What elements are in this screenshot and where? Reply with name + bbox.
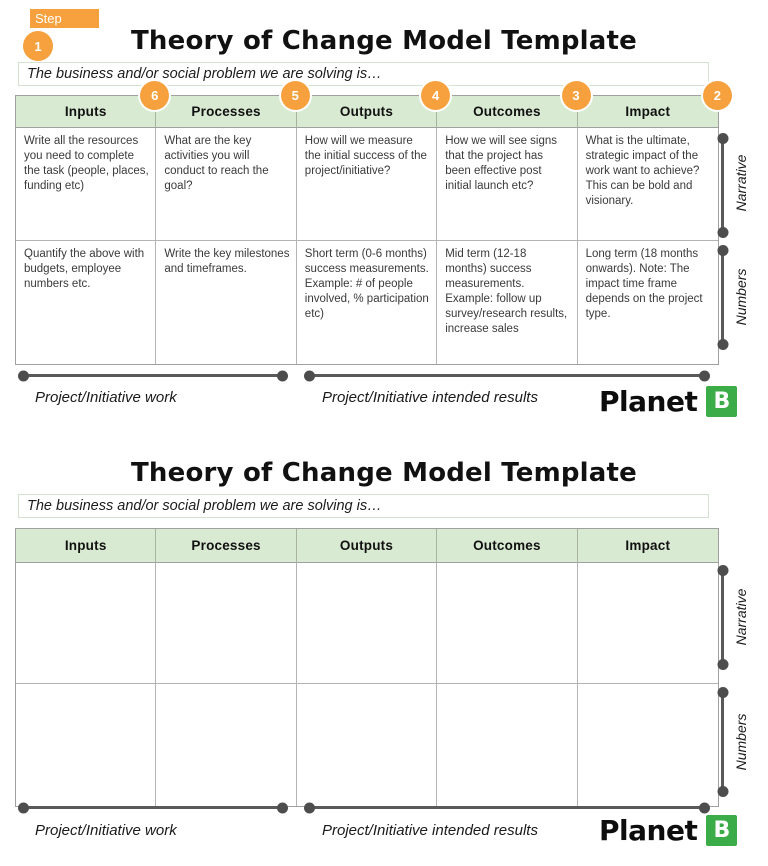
problem-statement-text: The business and/or social problem we ar… — [27, 66, 382, 82]
cell-narrative-inputs-empty[interactable] — [16, 563, 157, 684]
column-header-label: Inputs — [64, 538, 107, 553]
planet-b-logo: Planet B — [599, 385, 738, 418]
cell-numbers-inputs[interactable]: Quantify the above with budgets, employe… — [16, 241, 157, 364]
narrative-side-label: Narrative — [733, 154, 749, 212]
results-span-label: Project/Initiative intended results — [322, 389, 538, 406]
toc-table-blank: Inputs Processes Outputs Outcomes Impact — [15, 528, 719, 807]
step-circle-2: 2 — [702, 81, 732, 110]
column-header-outcomes: Outcomes — [437, 529, 578, 563]
logo-wordmark: Planet — [599, 814, 698, 847]
cell-narrative-impact[interactable]: What is the ultimate, strategic impact o… — [577, 128, 718, 241]
problem-statement-text: The business and/or social problem we ar… — [27, 498, 382, 514]
cell-narrative-impact-empty[interactable] — [577, 563, 718, 684]
cell-numbers-impact-empty[interactable] — [578, 684, 718, 806]
column-header-outputs: Outputs — [296, 529, 438, 563]
narrative-bracket-line — [721, 570, 724, 665]
cell-narrative-outputs-empty[interactable] — [296, 563, 438, 684]
logo-b-badge: B — [706, 386, 738, 417]
cell-numbers-outcomes-empty[interactable] — [437, 684, 578, 806]
column-header-inputs: Inputs — [16, 529, 157, 563]
cell-narrative-processes-empty[interactable] — [156, 563, 297, 684]
column-header-label: Inputs — [64, 104, 107, 119]
cell-narrative-outputs[interactable]: How will we measure the initial success … — [296, 128, 438, 241]
logo-wordmark: Planet — [599, 385, 698, 418]
narrative-bracket-line — [721, 138, 724, 233]
work-span-label: Project/Initiative work — [35, 822, 177, 839]
work-span-line — [22, 374, 284, 377]
cell-numbers-impact[interactable]: Long term (18 months onwards). Note: The… — [585, 248, 703, 320]
column-header-outcomes: Outcomes 3 — [437, 81, 591, 128]
numbers-bracket-line — [721, 250, 724, 345]
numbers-side-label: Numbers — [733, 268, 749, 326]
problem-statement-box[interactable]: The business and/or social problem we ar… — [18, 494, 709, 518]
cell-narrative-outcomes[interactable]: How we will see signs that the project h… — [437, 128, 578, 241]
column-header-label: Impact — [625, 104, 671, 119]
step-circle-6: 6 — [140, 81, 170, 110]
column-header-label: Processes — [191, 104, 261, 119]
cell-numbers-outputs-empty[interactable] — [297, 684, 438, 806]
step-circle-5: 5 — [280, 81, 310, 110]
column-header-processes: Processes 5 — [156, 81, 310, 128]
results-span-label: Project/Initiative intended results — [322, 822, 538, 839]
step-circle-1: 1 — [23, 31, 53, 61]
step-circle-3: 3 — [561, 81, 591, 110]
column-header-label: Outcomes — [473, 538, 541, 553]
narrative-side-label: Narrative — [733, 588, 749, 646]
column-header-inputs: Inputs 6 — [16, 81, 170, 128]
column-header-label: Impact — [625, 538, 671, 553]
column-header-impact: Impact — [577, 529, 718, 563]
cell-numbers-outcomes[interactable]: Mid term (12-18 months) success measurem… — [437, 241, 578, 364]
cell-numbers-processes[interactable]: Write the key milestones and timeframes. — [156, 241, 297, 364]
column-header-label: Outcomes — [473, 104, 541, 119]
column-header-label: Outputs — [339, 104, 394, 119]
column-header-label: Processes — [191, 538, 261, 553]
cell-numbers-inputs-empty[interactable] — [16, 684, 157, 806]
logo-b-badge: B — [706, 815, 738, 846]
page-title: Theory of Change Model Template — [130, 26, 637, 56]
column-header-label: Outputs — [339, 538, 394, 553]
problem-statement-box[interactable]: The business and/or social problem we ar… — [18, 62, 709, 86]
results-span-line — [308, 806, 706, 809]
column-header-impact: Impact 2 — [577, 81, 732, 128]
numbers-bracket-line — [721, 692, 724, 792]
cell-numbers-outputs[interactable]: Short term (0-6 months) success measurem… — [297, 241, 438, 364]
results-span-line — [308, 374, 706, 377]
toc-section-filled: Step 1 Theory of Change Model Template T… — [0, 0, 768, 440]
numbers-side-label: Numbers — [733, 713, 749, 771]
toc-table-filled: Inputs 6 Processes 5 Outputs 4 Outcomes … — [15, 81, 732, 365]
page-title: Theory of Change Model Template — [130, 458, 637, 488]
toc-section-blank: Theory of Change Model Template The busi… — [0, 440, 768, 866]
step-badge: Step — [30, 9, 99, 28]
cell-narrative-outcomes-empty[interactable] — [437, 563, 578, 684]
cell-narrative-inputs[interactable]: Write all the resources you need to comp… — [16, 128, 157, 241]
column-header-outputs: Outputs 4 — [296, 81, 451, 128]
planet-b-logo: Planet B — [599, 814, 738, 847]
step-circle-4: 4 — [421, 81, 451, 110]
column-header-processes: Processes — [156, 529, 297, 563]
cell-numbers-processes-empty[interactable] — [156, 684, 297, 806]
work-span-label: Project/Initiative work — [35, 389, 177, 406]
work-span-line — [22, 806, 284, 809]
cell-narrative-processes[interactable]: What are the key activities you will con… — [156, 128, 297, 241]
